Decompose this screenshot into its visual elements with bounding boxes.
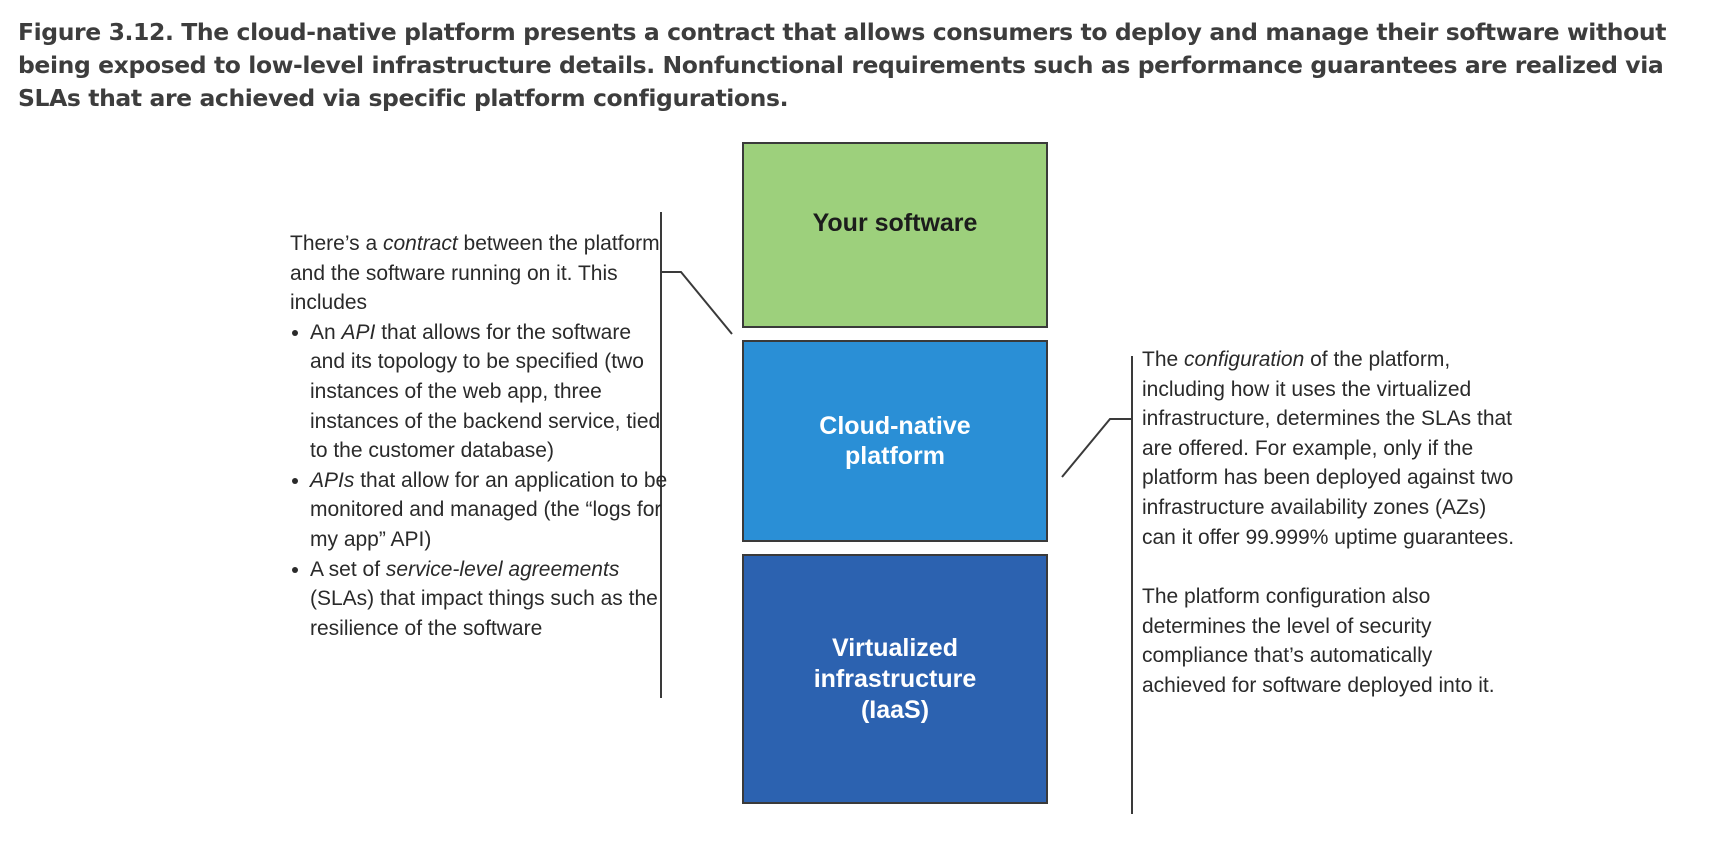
- left-connector-line: [661, 271, 733, 335]
- configuration-note: The configuration of the platform, inclu…: [1142, 345, 1522, 701]
- contract-note-intro: There’s a contract between the platform …: [290, 232, 660, 315]
- security-paragraph: The platform configuration also determin…: [1142, 585, 1495, 697]
- contract-bullet-list: An API that allows for the software and …: [290, 318, 670, 644]
- contract-note: There’s a contract between the platform …: [290, 229, 670, 643]
- virtualized-infrastructure-label: Virtualized infrastructure (IaaS): [813, 633, 977, 724]
- your-software-label: Your software: [812, 208, 978, 237]
- list-item: An API that allows for the software and …: [290, 318, 670, 466]
- cloud-native-platform-label: Cloud-native platform: [819, 412, 971, 470]
- your-software-box: Your software: [742, 142, 1048, 328]
- configuration-paragraph: The configuration of the platform, inclu…: [1142, 348, 1515, 549]
- cloud-native-platform-box: Cloud-native platform: [742, 340, 1048, 542]
- list-item: A set of service-level agreements (SLAs)…: [290, 555, 670, 644]
- figure-caption: Figure 3.12. The cloud-native platform p…: [18, 18, 1667, 112]
- right-connector-line: [1061, 418, 1132, 478]
- virtualized-infrastructure-box: Virtualized infrastructure (IaaS): [742, 554, 1048, 804]
- list-item: APIs that allow for an application to be…: [290, 466, 670, 555]
